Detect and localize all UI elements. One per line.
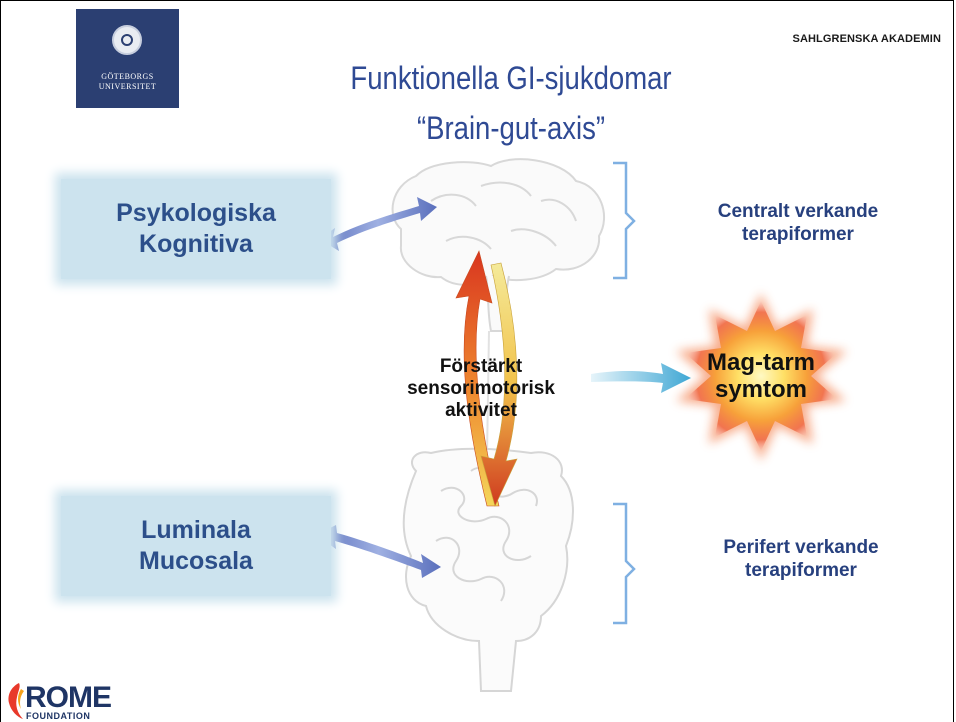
luminal-label: Luminala [141,516,251,544]
university-seal-icon [112,25,142,55]
rome-logo-text: ROME [25,681,112,714]
university-name-line1: GÖTEBORGS [101,72,154,81]
symptom-line1: Mag-tarm [706,349,815,376]
university-name-line2: UNIVERSITET [98,82,157,91]
ascending-signal-arrow [455,250,500,507]
rome-logo-subtext: FOUNDATION [26,711,91,721]
peripheral-bracket [613,502,636,625]
mucosal-label: Mucosala [139,547,253,575]
central-bracket [613,161,636,280]
psychological-factors-box: Psykologiska Kognitiva [61,179,331,279]
center-line3: aktivitet [445,400,517,421]
gi-symptom-label: Mag-tarm symtom [691,349,831,403]
psychological-link-arrow [319,197,437,251]
sensorimotor-activity-label: Förstärkt sensorimotorisk aktivitet [366,356,596,422]
central-therapy-label: Centralt verkande terapiformer [673,200,923,246]
symptom-line2: symtom [714,376,808,403]
brain-illustration [391,158,605,332]
slide-subtitle: “Brain-gut-axis” [416,110,606,146]
rome-foundation-logo-icon [8,683,24,719]
organization-label: SAHLGRENSKA AKADEMIN [792,33,941,45]
university-logo: GÖTEBORGS UNIVERSITET [76,9,179,108]
peripheral-therapy-label: Perifert verkande terapiformer [681,536,921,582]
symptom-starburst [676,293,847,461]
slide-title: Funktionella GI-sjukdomar [350,60,672,96]
peripheral-therapy-line1: Perifert verkande [723,537,879,558]
psychological-label: Psykologiska [116,199,276,227]
center-line2: sensorimotorisk [407,378,555,399]
symptom-arrow [591,363,691,393]
descending-signal-arrow [480,262,518,507]
peripheral-therapy-line2: terapiformer [745,560,857,581]
central-therapy-line1: Centralt verkande [717,201,879,222]
luminal-link-arrow [316,525,441,578]
central-therapy-line2: terapiformer [742,224,854,245]
center-line1: Förstärkt [439,356,523,377]
cognitive-label: Kognitiva [139,230,253,258]
luminal-factors-box: Luminala Mucosala [61,496,331,596]
